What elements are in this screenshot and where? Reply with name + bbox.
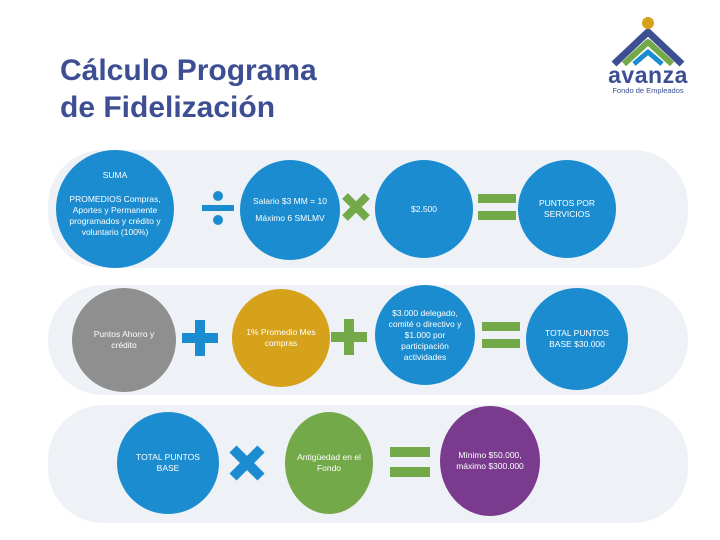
row1-salary-line1: Salario $3 MM = 10 <box>253 196 327 206</box>
page-title: Cálculo Programa de Fidelización <box>60 52 400 126</box>
row1-sum-text: PROMEDIOS Compras, Aportes y Permanente … <box>69 194 161 237</box>
row1-value-circle: $2.500 <box>375 160 473 258</box>
logo-subtitle: Fondo de Empleados <box>612 86 684 95</box>
row1-salary-line2: Máximo 6 SMLMV <box>255 213 325 223</box>
row1-sum-circle: SUMA PROMEDIOS Compras, Aportes y Perman… <box>56 150 174 268</box>
row1-value-text: $2.500 <box>411 203 437 214</box>
plus-icon <box>331 319 367 355</box>
row3-result-text: Mínimo $50.000, máximo $300.000 <box>456 450 524 471</box>
row3-result-circle: Mínimo $50.000, máximo $300.000 <box>440 406 540 516</box>
row1-result-circle: PUNTOS POR SERVICIOS <box>518 160 616 258</box>
row1-result-text: PUNTOS POR SERVICIOS <box>538 198 596 219</box>
avanza-logo-icon <box>611 17 685 67</box>
multiply-icon <box>342 193 370 221</box>
row2-total-circle: TOTAL PUNTOS BASE $30.000 <box>526 288 628 390</box>
row2-total-text: TOTAL PUNTOS BASE $30.000 <box>545 328 609 349</box>
row2-participation-text: $3.000 delegado, comité o directivo y $1… <box>388 307 462 362</box>
row2-purchases-text: 1% Promedio Mes compras <box>246 327 316 348</box>
logo-wordmark: avanza <box>608 62 688 88</box>
row2-participation-circle: $3.000 delegado, comité o directivo y $1… <box>375 285 475 385</box>
row2-savings-circle: Puntos Ahorro y crédito <box>72 288 176 392</box>
row3-base-text: TOTAL PUNTOS BASE <box>136 452 200 473</box>
plus-icon <box>182 320 218 356</box>
row3-seniority-circle: Antigüedad en el Fondo <box>285 412 373 514</box>
row3-base-circle: TOTAL PUNTOS BASE <box>117 412 219 514</box>
row2-savings-text: Puntos Ahorro y crédito <box>93 329 155 350</box>
equals-icon <box>482 322 520 348</box>
multiply-icon <box>229 445 265 481</box>
row1-salary-circle: Salario $3 MM = 10 Máximo 6 SMLMV <box>240 160 340 260</box>
title-line-1: Cálculo Programa <box>60 54 317 87</box>
row2-purchases-circle: 1% Promedio Mes compras <box>232 289 330 387</box>
row1-sum-heading: SUMA <box>102 170 128 180</box>
row3-seniority-text: Antigüedad en el Fondo <box>297 452 361 473</box>
equals-icon <box>390 447 430 477</box>
equals-icon <box>478 194 516 220</box>
title-line-2: de Fidelización <box>60 91 276 124</box>
divide-icon <box>202 191 234 225</box>
